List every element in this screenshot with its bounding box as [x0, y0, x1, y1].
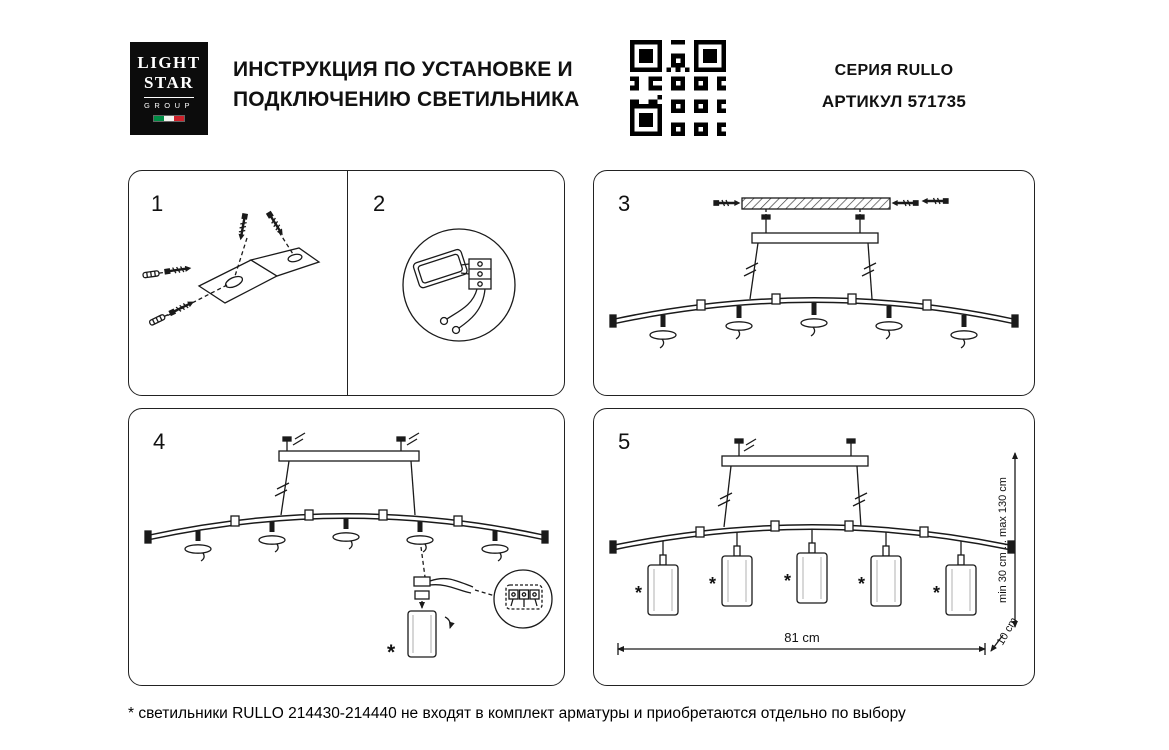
- panel-step-3: 3: [593, 170, 1035, 396]
- product-meta: СЕРИЯ RULLO АРТИКУЛ 571735: [778, 62, 1010, 112]
- suspension-rods: [743, 242, 877, 300]
- logo-divider: [144, 97, 194, 99]
- width-dimension-label: 81 cm: [784, 630, 819, 645]
- curved-rail: [609, 520, 1015, 554]
- connector-detail: [402, 228, 516, 342]
- terminal-inset: [474, 569, 553, 629]
- screw-icon: [236, 212, 250, 241]
- screw-icon: [891, 198, 920, 208]
- italian-flag-icon: [153, 115, 185, 123]
- screw-icon: [712, 198, 741, 208]
- logo-line-2: STAR: [143, 73, 195, 93]
- title-line-2: ПОДКЛЮЧЕНИЮ СВЕТИЛЬНИКА: [233, 88, 580, 112]
- panel-step-5: 5: [593, 408, 1035, 686]
- logo-line-1: LIGHT: [137, 53, 201, 72]
- qr-code: [630, 40, 726, 136]
- suspension-rods: [717, 465, 868, 528]
- panel-divider: [347, 171, 349, 395]
- article-label: АРТИКУЛ 571735: [821, 92, 967, 111]
- bracket-and-connector-diagram: [142, 210, 516, 342]
- screw-icon: [167, 298, 196, 318]
- ceiling-bar: [741, 197, 891, 210]
- curved-rail: [144, 509, 549, 544]
- shade-height-label: 10 cm: [995, 616, 1020, 648]
- logo-line-3: GROUP: [143, 101, 194, 111]
- step-2-number: 2: [373, 191, 386, 216]
- screw-icon: [921, 196, 950, 206]
- screw-icon: [264, 210, 286, 237]
- anchor-icon: [142, 269, 164, 279]
- mounting-strip: [721, 438, 869, 467]
- ring-attachment-diagram: *: [144, 432, 553, 664]
- anchor-icon: [148, 311, 170, 327]
- asterisk-note: *: [709, 574, 716, 594]
- lamp-shades: [647, 529, 977, 616]
- rail-mounting-diagram: [609, 196, 1019, 349]
- panel-step-4: 4: [128, 408, 565, 686]
- series-label: СЕРИЯ RULLO: [834, 62, 954, 79]
- asterisk-note: *: [387, 641, 396, 664]
- step-5-number: 5: [618, 429, 631, 454]
- pendant-stems: [649, 303, 978, 349]
- dimension-lines: [617, 452, 1018, 655]
- height-range-label: min 30 cm ... max 130 cm: [997, 477, 1009, 603]
- mounting-strip: [278, 432, 420, 462]
- step-4-number: 4: [153, 429, 166, 454]
- final-assembly-diagram: * * * * * 81 cm min 30 cm ... max 130 cm…: [609, 438, 1020, 655]
- mounting-bracket: [154, 231, 321, 323]
- panel-steps-1-2: 1 2: [128, 170, 565, 396]
- screw-icon: [163, 264, 192, 276]
- page-title: ИНСТРУКЦИЯ ПО УСТАНОВКЕ И ПОДКЛЮЧЕНИЮ СВ…: [233, 55, 580, 116]
- asterisk-note: *: [635, 583, 642, 603]
- suspension-rods: [274, 460, 416, 516]
- title-line-1: ИНСТРУКЦИЯ ПО УСТАНОВКЕ И: [233, 58, 573, 81]
- asterisk-note: *: [858, 574, 865, 594]
- lightstar-logo: LIGHT STAR GROUP: [130, 42, 208, 135]
- footnote: * светильники RULLO 214430-214440 не вхо…: [128, 705, 906, 722]
- step-3-number: 3: [618, 191, 631, 216]
- asterisk-note: *: [933, 583, 940, 603]
- asterisk-note: *: [784, 571, 791, 591]
- mounting-strip: [751, 209, 879, 244]
- suspension-rings: [184, 518, 509, 562]
- lamp-assembly-detail: [407, 546, 474, 658]
- curved-rail: [609, 293, 1019, 328]
- step-1-number: 1: [151, 191, 164, 216]
